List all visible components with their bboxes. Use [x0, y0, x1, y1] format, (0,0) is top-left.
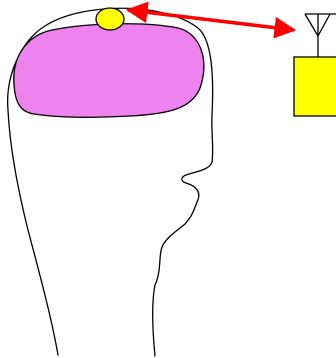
receiver-box	[294, 57, 336, 116]
brain	[14, 24, 204, 118]
implant-sensor	[96, 8, 124, 30]
antenna-icon	[305, 14, 336, 57]
